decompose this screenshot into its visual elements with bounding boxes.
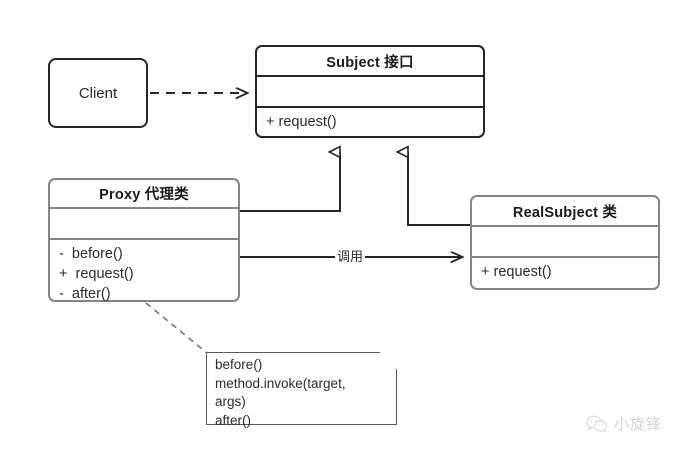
watermark-text: 小旋锋 xyxy=(614,416,663,433)
edge-label-invoke: 调用 xyxy=(335,249,366,264)
realsubject-title: RealSubject 类 xyxy=(472,197,658,227)
node-note: before() method.invoke(target, args) aft… xyxy=(207,353,396,428)
node-client[interactable]: Client xyxy=(48,58,148,128)
note-text: before() method.invoke(target, args) aft… xyxy=(215,357,346,428)
proxy-method-request: + request() xyxy=(59,266,134,282)
subject-title: Subject 接口 xyxy=(257,47,483,77)
client-label: Client xyxy=(78,84,118,102)
proxy-attributes-compartment xyxy=(50,209,238,240)
watermark: 小旋锋 xyxy=(586,413,662,434)
subject-attributes-compartment xyxy=(257,77,483,108)
node-subject[interactable]: Subject 接口 + request() xyxy=(255,45,485,138)
realsubject-method-request: + request() xyxy=(481,264,552,280)
node-realsubject[interactable]: RealSubject 类 + request() xyxy=(470,195,660,290)
proxy-method-before: - before() xyxy=(59,246,123,262)
realsubject-attributes-compartment xyxy=(472,227,658,258)
subject-method-request: + request() xyxy=(266,114,337,130)
proxy-title: Proxy 代理类 xyxy=(50,180,238,209)
edge-realsubject-to-subject xyxy=(408,152,470,226)
node-proxy[interactable]: Proxy 代理类 - before() + request() - after… xyxy=(48,178,240,302)
edge-proxy-to-note xyxy=(145,302,208,354)
realsubject-methods-compartment: + request() xyxy=(472,258,658,288)
proxy-methods-compartment: - before() + request() - after() xyxy=(50,240,238,302)
edge-proxy-to-subject xyxy=(240,152,341,212)
subject-methods-compartment: + request() xyxy=(257,108,483,136)
proxy-method-after: - after() xyxy=(59,286,111,302)
wechat-icon xyxy=(586,415,608,433)
